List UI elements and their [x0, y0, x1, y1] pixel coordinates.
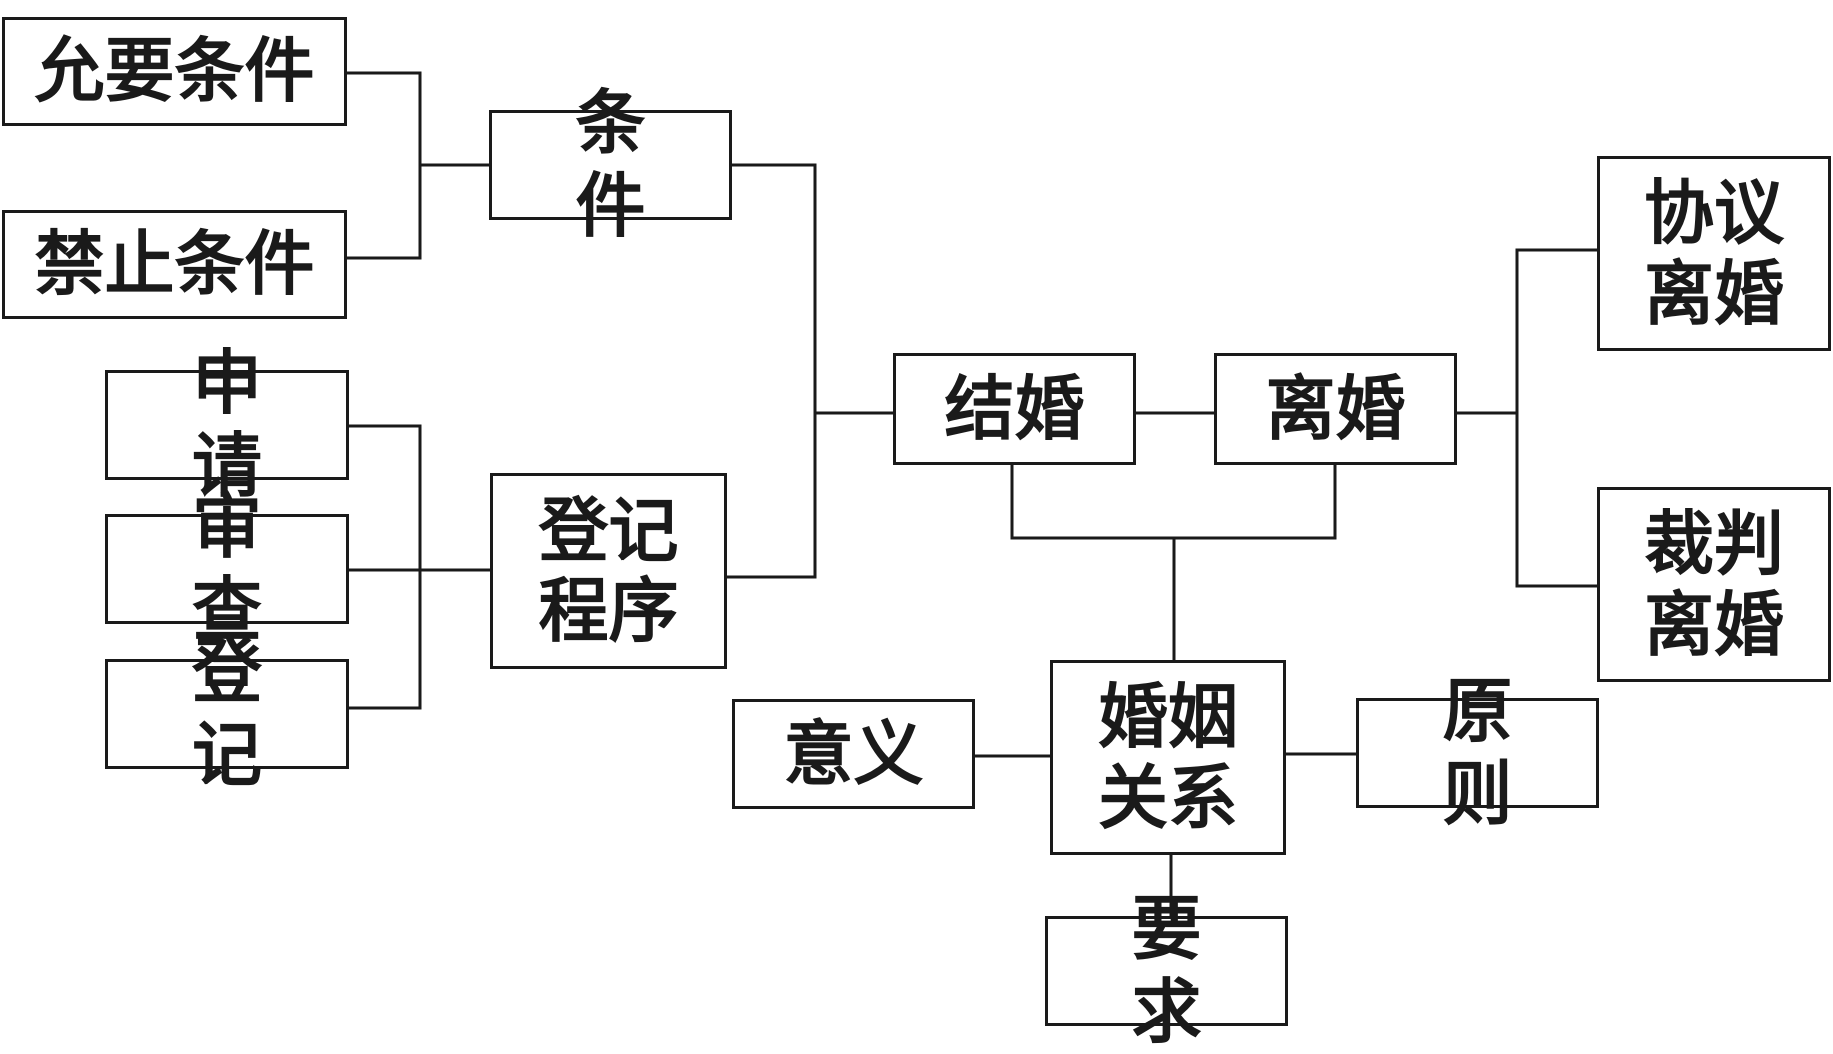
connector-procedure-bracket — [346, 424, 422, 710]
node-yuanze: 原 则 — [1356, 670, 1599, 835]
connector-divorce-bracket — [1515, 248, 1600, 588]
node-shencha: 审 查 — [105, 486, 349, 651]
node-caipan-lihun: 裁判 离婚 — [1597, 487, 1831, 682]
connector-marriage-divorce-bridge — [1010, 462, 1337, 540]
node-dengji: 登 记 — [105, 631, 349, 796]
connector-conditions-bracket — [344, 71, 422, 260]
node-jinzhi-tiaojian: 禁止条件 — [2, 210, 347, 319]
node-hunyin-guanxi: 婚姻 关系 — [1050, 660, 1286, 855]
node-xieyi-lihun: 协议 离婚 — [1597, 156, 1831, 351]
node-jiehun: 结婚 — [893, 353, 1136, 465]
node-yaoqiu: 要 求 — [1045, 888, 1288, 1053]
node-dengji-chengxu: 登记 程序 — [490, 473, 727, 669]
node-tiaojian: 条 件 — [489, 82, 732, 247]
node-shenqing: 申 请 — [105, 342, 349, 507]
node-yiyi: 意义 — [732, 699, 975, 809]
connector-marriage-bracket — [724, 163, 817, 579]
node-yunyao-tiaojian: 允要条件 — [2, 17, 347, 126]
node-lihun: 离婚 — [1214, 353, 1457, 465]
